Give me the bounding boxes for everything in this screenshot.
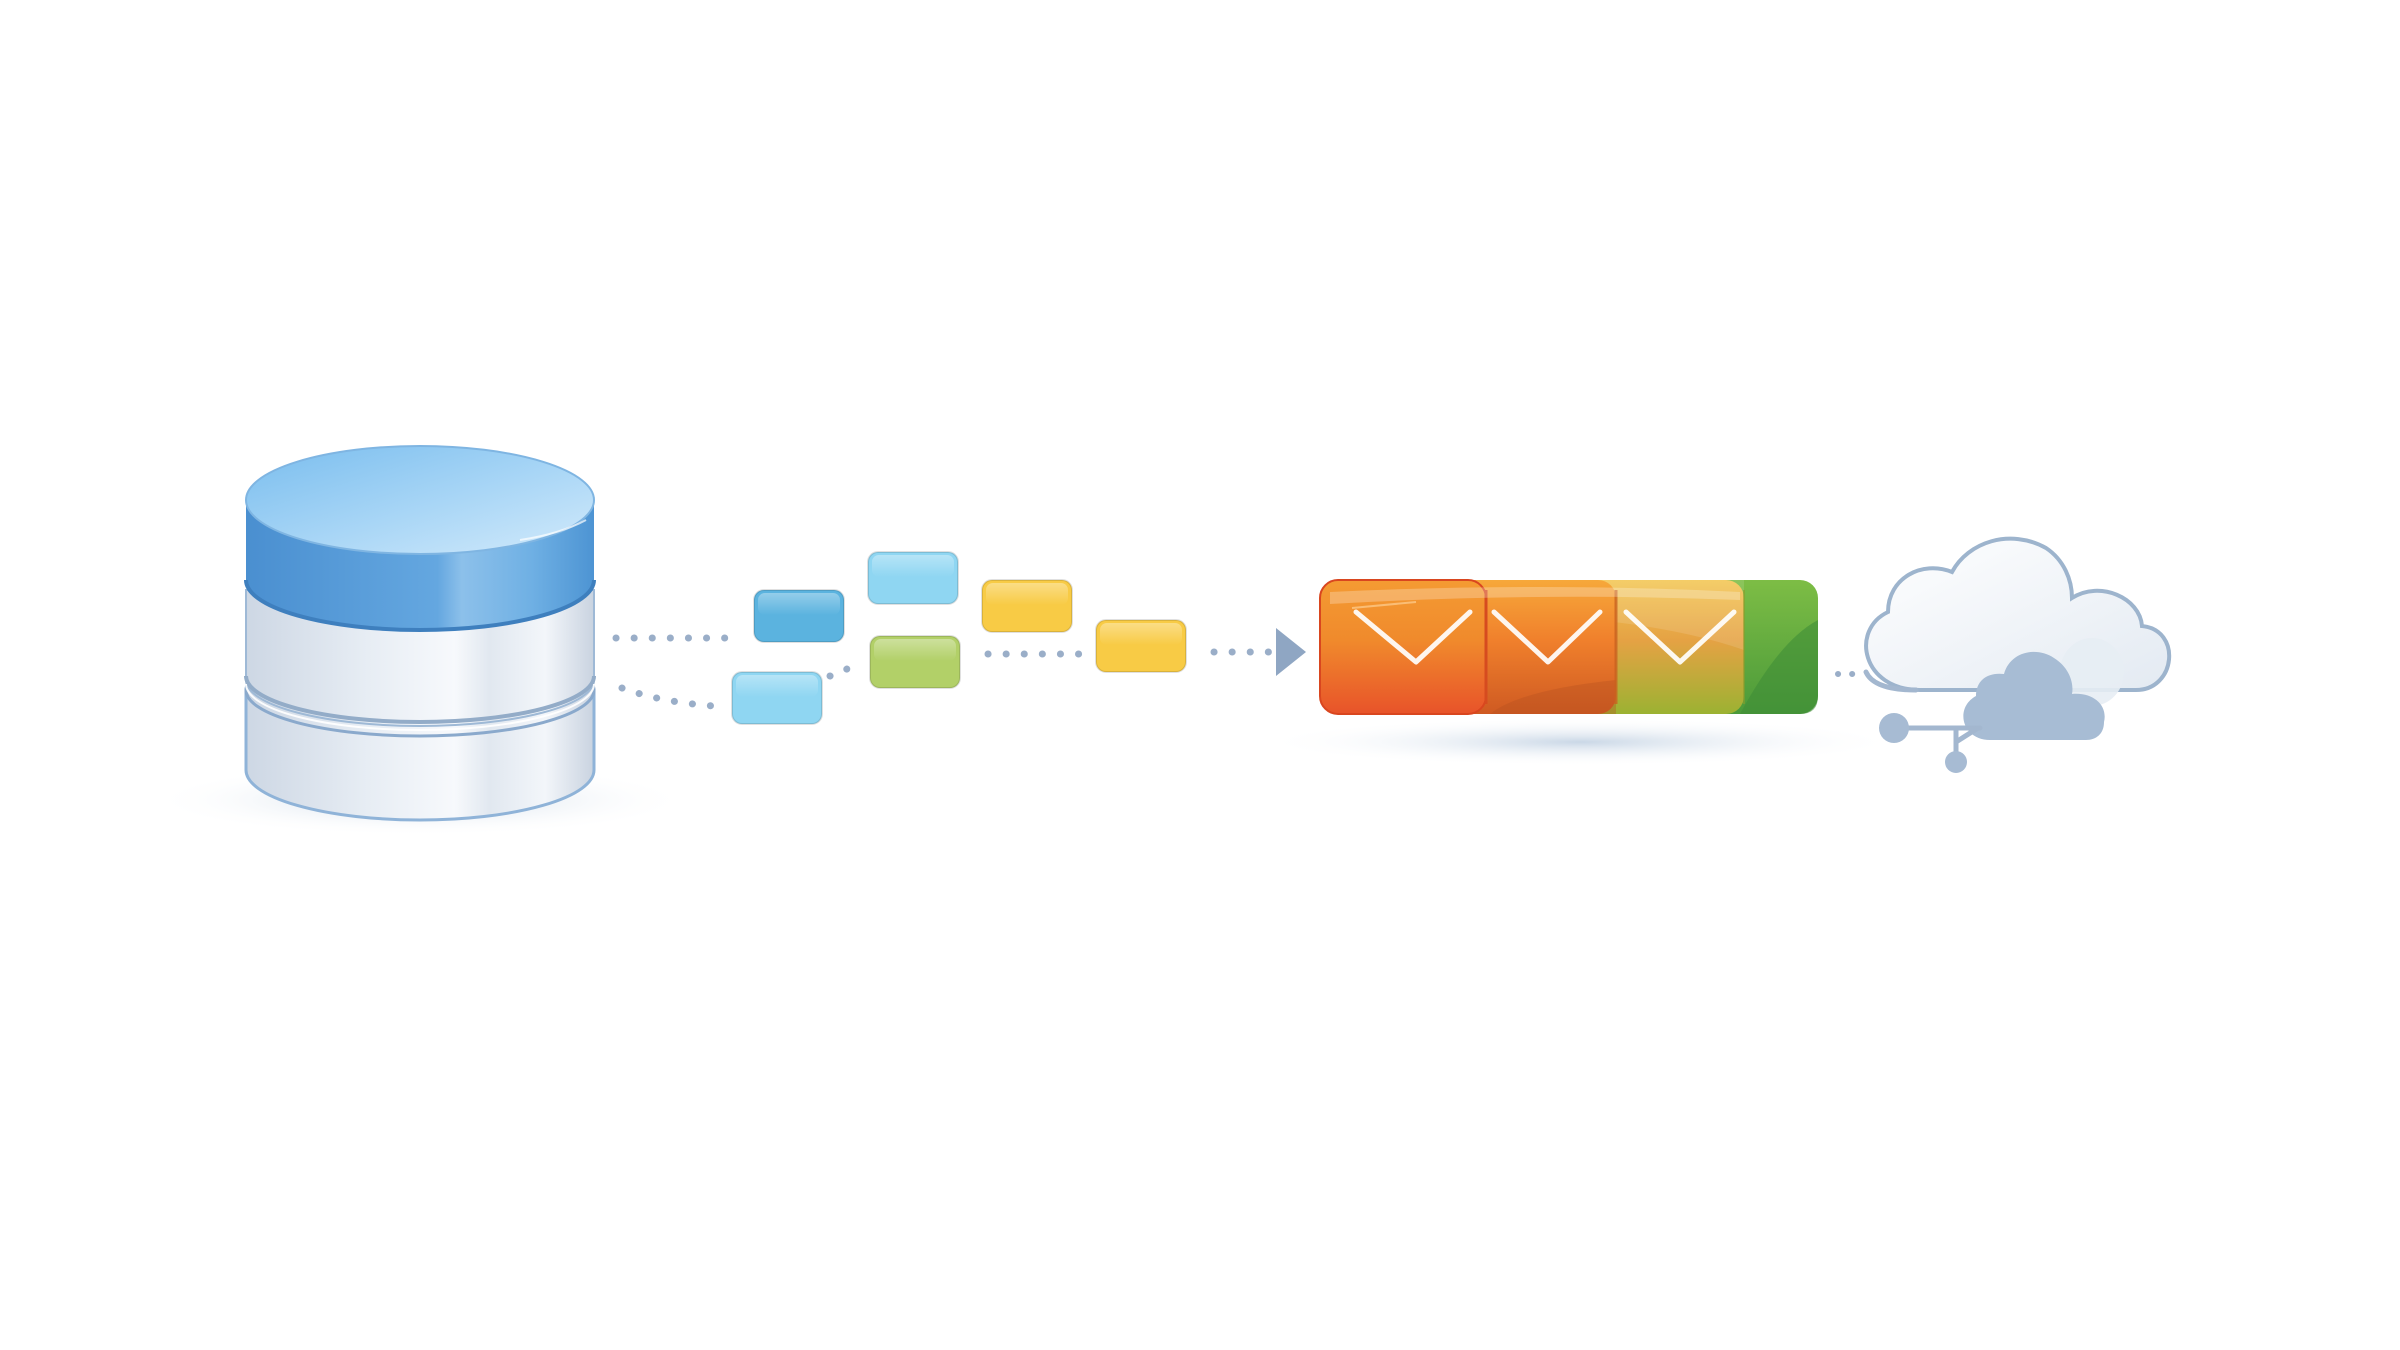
envelope-icon <box>1623 609 1737 665</box>
message-queue <box>1260 579 1900 766</box>
cloud-filled <box>1963 651 2105 740</box>
network-node <box>1945 751 1967 773</box>
envelope-icon <box>1491 609 1603 665</box>
envelope-icon <box>1351 601 1473 665</box>
cloud-network-icon <box>1863 536 2171 773</box>
connector-database-to-messages <box>612 634 1276 710</box>
message-block <box>981 579 1073 633</box>
database-top-cap <box>245 445 595 555</box>
message-block <box>731 671 823 725</box>
arrowhead <box>1276 628 1306 676</box>
message-blocks <box>731 551 1187 725</box>
message-block <box>869 635 961 689</box>
network-node <box>1879 713 1909 743</box>
database-icon <box>150 445 690 836</box>
queue-shadow <box>1260 718 1900 766</box>
message-block <box>753 589 845 643</box>
message-block <box>867 551 959 605</box>
message-block <box>1095 619 1187 673</box>
